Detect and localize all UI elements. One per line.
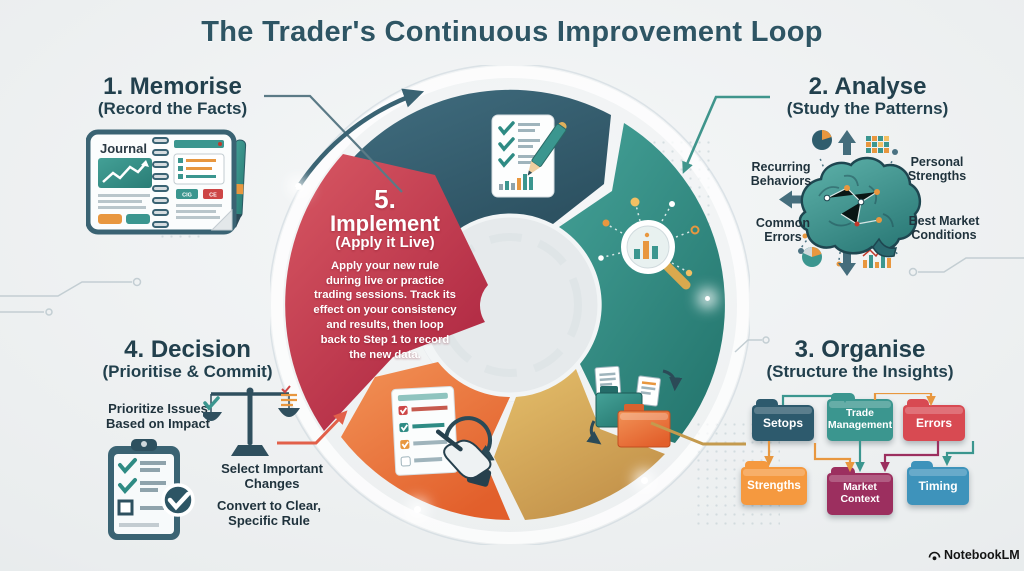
analyse-label-common-errors: Common Errors — [755, 216, 811, 244]
implement-body: Apply your new rule during live or pract… — [313, 259, 457, 362]
page-title: The Trader's Continuous Improvement Loop — [201, 16, 823, 48]
brain-analysis-illustration: Recurring Behaviors Personal Strengths C… — [745, 128, 1005, 278]
dot-grid-decoration — [632, 138, 712, 228]
analyse-subheading: (Study the Patterns) — [786, 99, 949, 119]
balance-scale-icon — [203, 385, 300, 456]
pencil-icon — [527, 122, 567, 176]
folder-market-context: Market Context — [827, 467, 893, 515]
loop-segment-organise — [494, 369, 665, 520]
folders-organise-icon — [586, 365, 683, 448]
notebooklm-logo-icon — [928, 551, 941, 560]
decision-point-2: Select Important Changes — [221, 461, 323, 491]
mini-pie-chart — [812, 130, 832, 150]
analyse-heading: 2. Analyse — [808, 73, 927, 100]
folder-trade-management: Trade Management — [827, 393, 893, 441]
sparkle-decoration — [414, 506, 421, 513]
folder-errors: Errors — [903, 399, 965, 441]
memorise-heading-block: 1. Memorise (Record the Facts) — [55, 74, 290, 119]
notebooklm-watermark: NotebookLM — [928, 548, 1020, 562]
decision-illustration-block: Prioritize Issues Based on Impact Select… — [96, 380, 336, 550]
sparkle-decoration — [295, 183, 302, 190]
analyse-label-best-market-conditions: Best Market Conditions — [908, 214, 980, 242]
mini-bar-chart — [499, 174, 533, 190]
sparkle-decoration — [641, 477, 648, 484]
memorise-subheading: (Record the Facts) — [97, 99, 248, 119]
folder-timing: Timing — [907, 461, 969, 505]
decision-heading-block: 4. Decision (Prioritise & Commit) — [60, 337, 315, 382]
brain-diagram — [779, 130, 922, 276]
folder-setops-label: Setops — [762, 416, 803, 430]
mini-heatmap — [866, 136, 889, 153]
folder-timing-label: Timing — [918, 479, 958, 493]
folder-errors-label: Errors — [915, 416, 953, 430]
checklist-hand-icon — [391, 386, 495, 487]
watermark-text: NotebookLM — [944, 548, 1020, 562]
journal-badge-2: CE — [209, 193, 217, 199]
organise-heading-block: 3. Organise (Structure the Insights) — [730, 337, 990, 382]
analyse-heading-block: 2. Analyse (Study the Patterns) — [745, 74, 990, 119]
journal-illustration: Journal CIG CE — [86, 129, 247, 235]
analyse-label-personal-strengths: Personal Strengths — [907, 155, 967, 183]
folder-trade-management-label: Trade Management — [827, 407, 893, 431]
spiral-binding — [152, 137, 169, 228]
decision-subheading: (Prioritise & Commit) — [102, 362, 273, 382]
folder-market-context-label: Market Context — [840, 481, 880, 505]
organise-heading: 3. Organise — [794, 336, 926, 363]
folder-strengths: Strengths — [741, 461, 807, 505]
folder-structure-diagram: Setops Trade Management Errors Strengths… — [735, 393, 987, 535]
checklist-pencil-icon — [491, 114, 567, 198]
journal-title: Journal — [100, 141, 147, 156]
decision-point-3: Convert to Clear, Specific Rule — [216, 498, 322, 528]
mini-pie-chart-2 — [802, 247, 822, 267]
implement-subheading: (Apply it Live) — [335, 234, 435, 252]
clipboard-checklist-icon — [108, 439, 195, 540]
folder-setops: Setops — [752, 399, 814, 441]
brain-icon — [798, 156, 922, 258]
loop-direction-arrow — [295, 88, 425, 191]
implement-step-text: 5. Implement (Apply it Live) Apply your … — [312, 186, 458, 363]
decision-heading: 4. Decision — [124, 336, 251, 363]
decision-point-1: Prioritize Issues Based on Impact — [105, 401, 211, 431]
organise-subheading: (Structure the Insights) — [766, 362, 954, 382]
loop-segment-decision — [341, 362, 510, 520]
sparkle-decoration — [705, 296, 710, 301]
hand-with-pen — [435, 429, 492, 487]
journal-badge-1: CIG — [182, 193, 192, 199]
folder-strengths-label: Strengths — [747, 480, 801, 492]
implement-heading: Implement — [329, 211, 441, 236]
implement-number: 5. — [374, 184, 396, 214]
memorise-heading: 1. Memorise — [103, 73, 242, 100]
analyse-label-recurring-behaviors: Recurring Behaviors — [750, 160, 812, 188]
